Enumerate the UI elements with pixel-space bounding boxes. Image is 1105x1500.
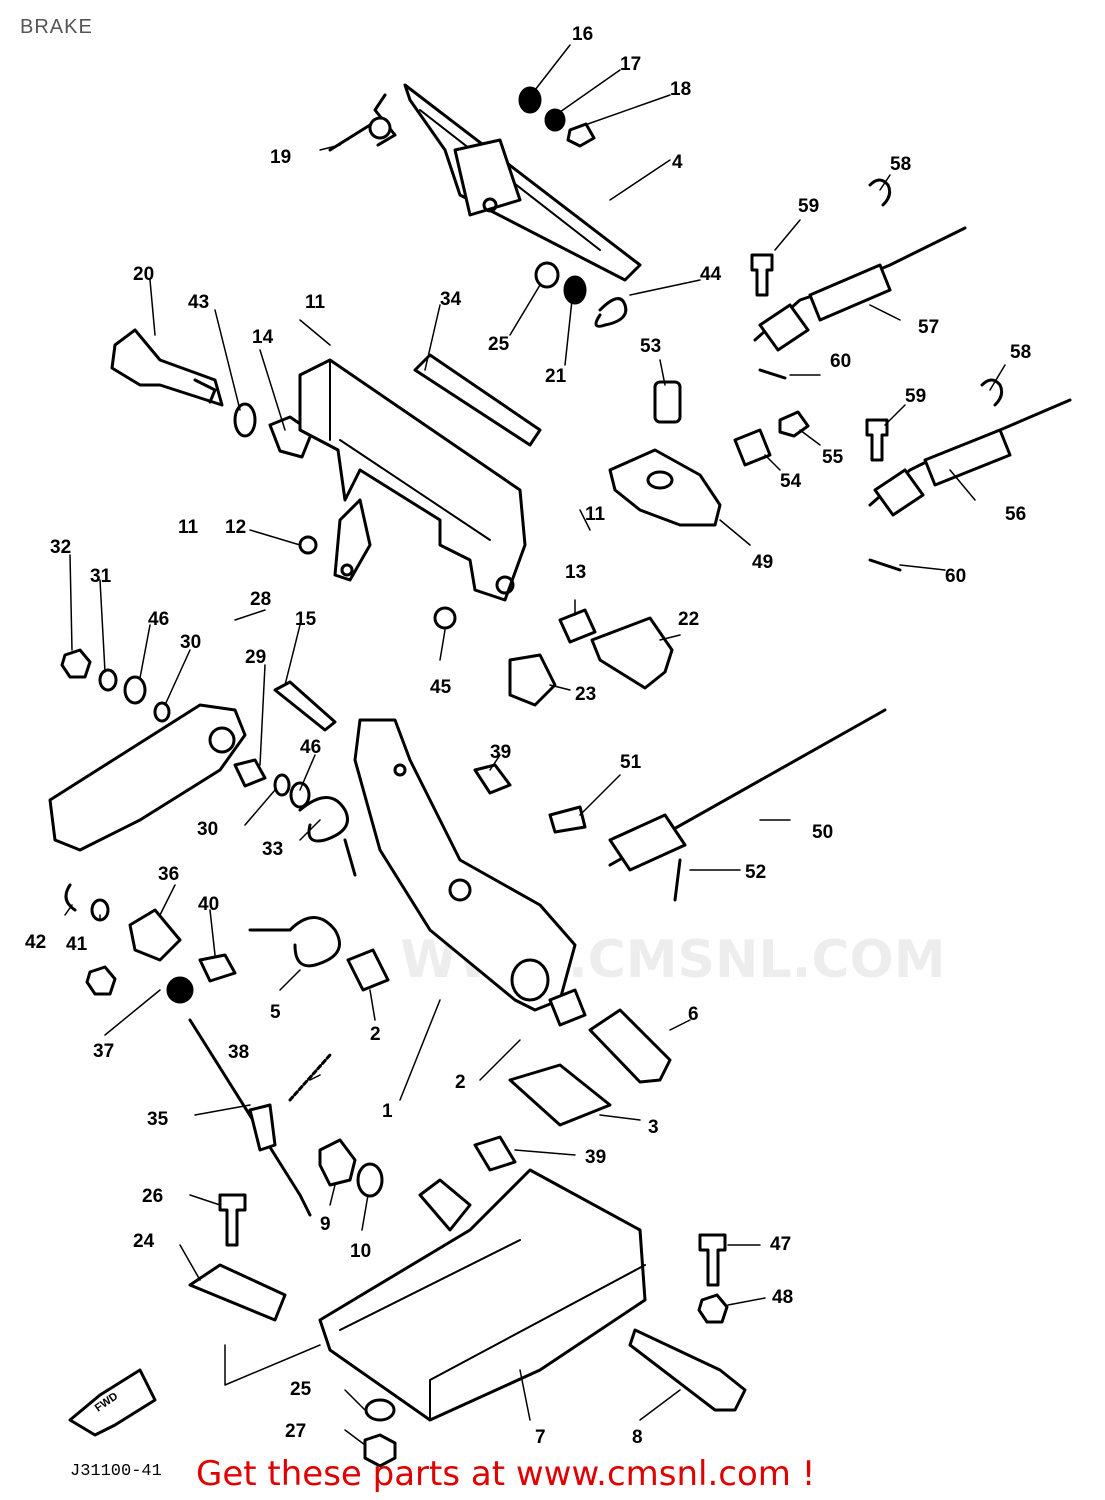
callout-10: 10	[350, 1241, 371, 1262]
callout-11b: 11	[585, 504, 606, 525]
callout-60b: 60	[945, 566, 966, 587]
callout-7: 7	[535, 1427, 546, 1448]
callout-20: 20	[133, 264, 154, 285]
callout-2b: 2	[455, 1072, 466, 1093]
callout-45: 45	[430, 677, 452, 698]
callout-58: 58	[890, 154, 911, 175]
callout-21: 21	[545, 366, 567, 387]
callout-60: 60	[830, 351, 851, 372]
callout-13: 13	[565, 562, 586, 583]
callout-31: 31	[90, 566, 112, 587]
callout-43: 43	[188, 292, 209, 313]
callout-2: 2	[370, 1024, 381, 1045]
callout-39b: 39	[585, 1147, 606, 1168]
callout-6: 6	[688, 1004, 699, 1025]
callout-4: 4	[672, 152, 683, 173]
callout-8: 8	[632, 1427, 643, 1448]
page-title: BRAKE	[20, 16, 93, 38]
callout-42: 42	[25, 932, 46, 953]
callout-46b: 46	[300, 737, 321, 758]
callout-1: 1	[382, 1101, 393, 1122]
callout-30b: 30	[197, 819, 218, 840]
callout-14: 14	[252, 327, 274, 348]
callout-25: 25	[488, 334, 510, 355]
callout-55: 55	[822, 447, 844, 468]
callout-47: 47	[770, 1234, 791, 1255]
callout-54: 54	[780, 471, 802, 492]
callout-37: 37	[93, 1041, 114, 1062]
callout-22: 22	[678, 609, 699, 630]
drawing-code: J31100-41	[70, 1462, 162, 1481]
callout-49: 49	[752, 552, 773, 573]
callout-32: 32	[50, 537, 71, 558]
callout-59: 59	[798, 196, 819, 217]
callout-35: 35	[147, 1109, 169, 1130]
callout-11c: 11	[178, 517, 199, 538]
cmsnl-promo-link[interactable]: Get these parts at www.cmsnl.com !	[196, 1454, 816, 1494]
callout-48: 48	[772, 1287, 793, 1308]
callout-29: 29	[245, 647, 266, 668]
callout-19: 19	[270, 147, 291, 168]
callout-12: 12	[225, 517, 246, 538]
callout-25b: 25	[290, 1379, 312, 1400]
callout-40: 40	[198, 894, 219, 915]
callout-58b: 58	[1010, 342, 1031, 363]
callout-17: 17	[620, 54, 641, 75]
callout-36: 36	[158, 864, 179, 885]
callout-39: 39	[490, 742, 511, 763]
callout-33: 33	[262, 839, 283, 860]
callout-50: 50	[812, 822, 833, 843]
callout-51: 51	[620, 752, 642, 773]
callout-26: 26	[142, 1186, 163, 1207]
callout-5: 5	[270, 1002, 281, 1023]
callout-41: 41	[66, 934, 88, 955]
callout-57: 57	[918, 317, 939, 338]
callout-30: 30	[180, 632, 201, 653]
callout-24: 24	[133, 1231, 155, 1252]
callout-27: 27	[285, 1421, 306, 1442]
callout-11: 11	[305, 292, 326, 313]
callout-46: 46	[148, 609, 169, 630]
callout-56: 56	[1005, 504, 1026, 525]
callout-23: 23	[575, 684, 596, 705]
callout-15: 15	[295, 609, 317, 630]
callout-34: 34	[440, 289, 462, 310]
callout-53: 53	[640, 336, 661, 357]
callout-9: 9	[320, 1214, 331, 1235]
callout-52: 52	[745, 862, 766, 883]
callout-38: 38	[228, 1042, 249, 1063]
callout-18: 18	[670, 79, 691, 100]
callout-28: 28	[250, 589, 271, 610]
callout-16: 16	[572, 24, 593, 45]
callout-59b: 59	[905, 386, 926, 407]
callout-44: 44	[700, 264, 722, 285]
callout-3: 3	[648, 1117, 659, 1138]
